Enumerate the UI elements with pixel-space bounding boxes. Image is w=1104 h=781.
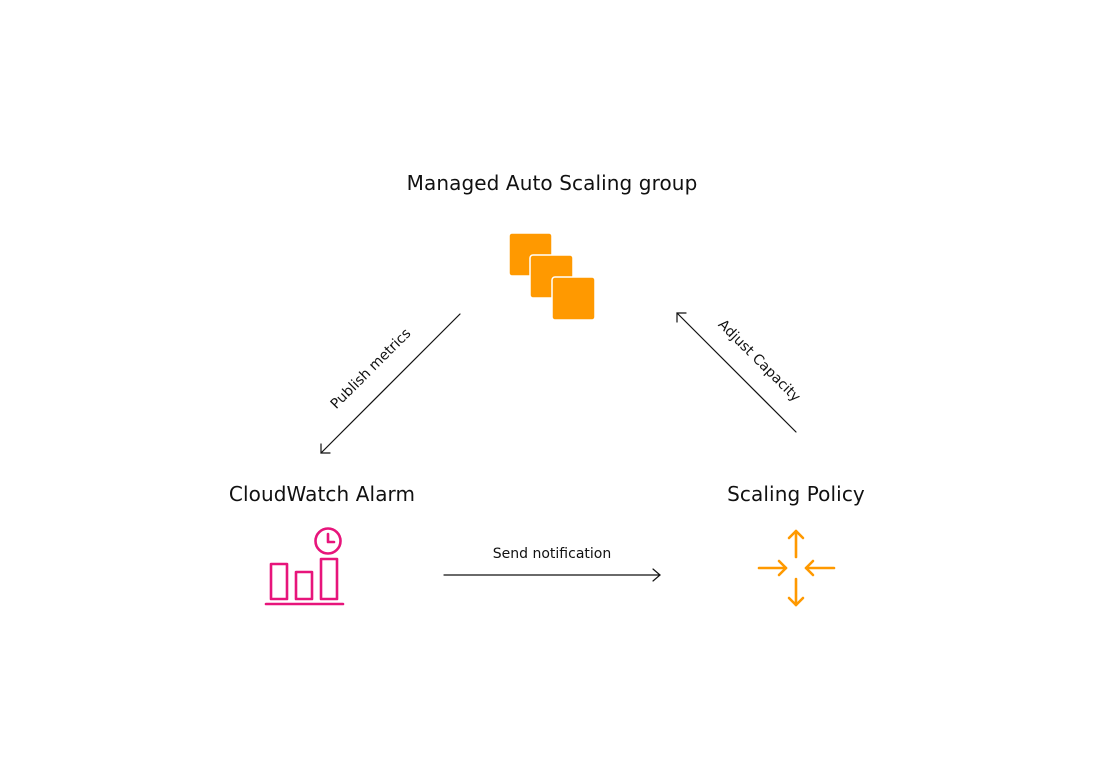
arrow-send-notification: [443, 568, 661, 582]
ec2-instances-icon: [508, 232, 596, 321]
scaling-policy-title: Scaling Policy: [727, 482, 865, 506]
auto-scaling-group-title: Managed Auto Scaling group: [406, 171, 698, 195]
cloudwatch-alarm-icon: [264, 527, 345, 606]
arrow-publish-metrics: [320, 313, 461, 454]
scaling-policy-icon: [757, 529, 836, 607]
send-notification-label: Send notification: [492, 546, 612, 562]
arrow-adjust-capacity: [676, 312, 797, 433]
cloudwatch-alarm-title: CloudWatch Alarm: [228, 482, 416, 506]
